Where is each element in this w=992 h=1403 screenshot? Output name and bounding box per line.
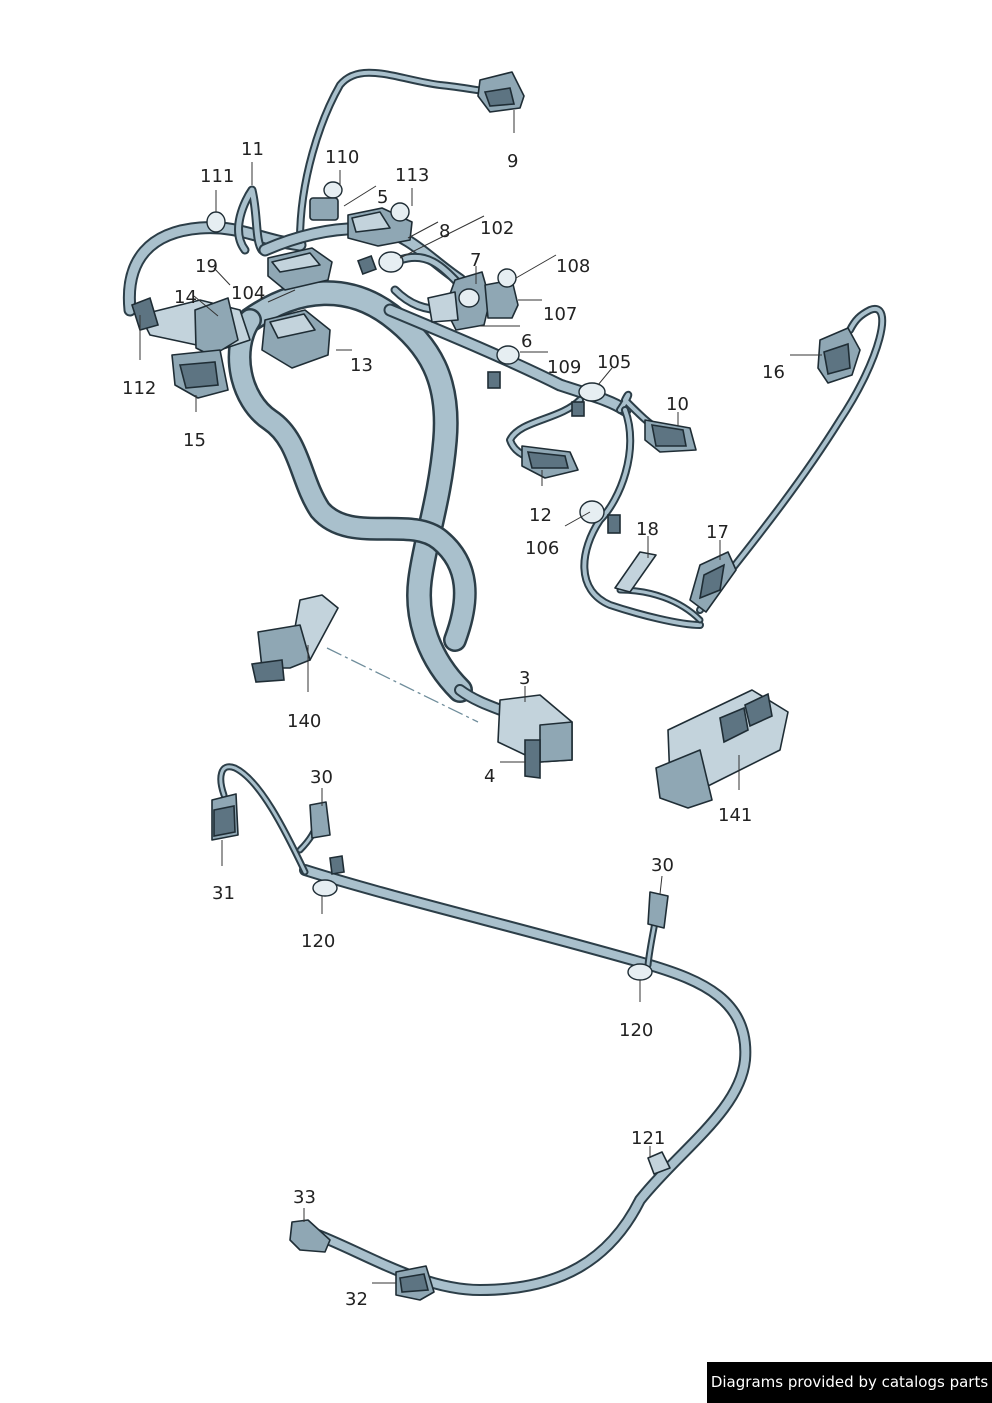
label-4: 4 xyxy=(484,766,495,787)
label-120-a: 120 xyxy=(301,931,335,952)
label-16: 16 xyxy=(762,362,785,383)
clip-110 xyxy=(309,181,343,221)
label-6: 6 xyxy=(521,331,532,352)
label-18: 18 xyxy=(636,519,659,540)
part-labels: 9 11 110 111 113 5 8 102 7 108 19 104 14… xyxy=(122,139,785,1310)
label-105: 105 xyxy=(597,352,631,373)
credit-banner: Diagrams provided by catalogs parts xyxy=(707,1362,992,1403)
label-111: 111 xyxy=(200,166,234,187)
label-10: 10 xyxy=(666,394,689,415)
clip-102 xyxy=(378,251,404,273)
connector-31 xyxy=(211,793,239,841)
label-104: 104 xyxy=(231,283,265,304)
label-33: 33 xyxy=(293,1187,316,1208)
connector-15 xyxy=(171,349,229,399)
label-3: 3 xyxy=(519,668,530,689)
label-108: 108 xyxy=(556,256,590,277)
label-15: 15 xyxy=(183,430,206,451)
label-5: 5 xyxy=(377,187,388,208)
label-120-b: 120 xyxy=(619,1020,653,1041)
label-31: 31 xyxy=(212,883,235,904)
connector-5 xyxy=(347,207,413,247)
label-7: 7 xyxy=(470,250,481,271)
label-11: 11 xyxy=(241,139,264,160)
clip-105 xyxy=(578,382,606,402)
label-121: 121 xyxy=(631,1128,665,1149)
label-109: 109 xyxy=(547,357,581,378)
label-8: 8 xyxy=(439,221,450,242)
clip-106 xyxy=(579,500,605,524)
connector-17 xyxy=(689,551,737,613)
connector-16 xyxy=(817,327,861,384)
label-14: 14 xyxy=(174,287,197,308)
part-18 xyxy=(614,551,657,593)
part-141 xyxy=(655,689,789,809)
label-140: 140 xyxy=(287,711,321,732)
label-32: 32 xyxy=(345,1289,368,1310)
label-106: 106 xyxy=(525,538,559,559)
label-107: 107 xyxy=(543,304,577,325)
label-112: 112 xyxy=(122,378,156,399)
label-12: 12 xyxy=(529,505,552,526)
alignment-line-140 xyxy=(326,647,479,723)
connector-32 xyxy=(395,1265,435,1301)
connector-10 xyxy=(644,419,697,453)
connector-33 xyxy=(289,1219,331,1253)
connector-13 xyxy=(261,309,331,369)
connector-30a xyxy=(309,801,331,839)
label-102: 102 xyxy=(480,218,514,239)
clip-109 xyxy=(496,345,520,365)
bracket-14 xyxy=(131,296,251,357)
label-17: 17 xyxy=(706,522,729,543)
clip-121 xyxy=(647,1151,671,1175)
connector-108 xyxy=(484,268,519,319)
upper-harness xyxy=(122,68,887,809)
leader-lines xyxy=(139,110,822,1284)
label-9: 9 xyxy=(507,151,518,172)
connector-12 xyxy=(521,445,579,479)
connector-9 xyxy=(477,71,525,113)
lower-harness xyxy=(211,763,752,1301)
label-30-b: 30 xyxy=(651,855,674,876)
clip-111 xyxy=(206,211,226,233)
label-19: 19 xyxy=(195,256,218,277)
label-141: 141 xyxy=(718,805,752,826)
connector-30b xyxy=(647,891,669,929)
label-113: 113 xyxy=(395,165,429,186)
clip-113 xyxy=(390,202,410,222)
connector-3 xyxy=(497,694,573,779)
grommet-120b xyxy=(627,963,653,981)
label-110: 110 xyxy=(325,147,359,168)
connector-19 xyxy=(267,247,333,291)
label-30-a: 30 xyxy=(310,767,333,788)
label-13: 13 xyxy=(350,355,373,376)
part-140 xyxy=(251,594,339,683)
grommet-120a xyxy=(312,879,338,897)
